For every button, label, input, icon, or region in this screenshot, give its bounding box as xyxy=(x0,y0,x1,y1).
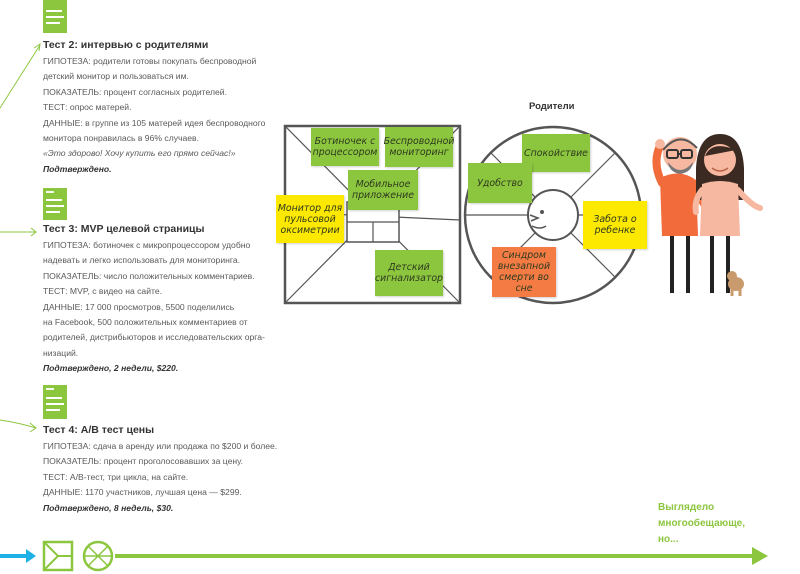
test-quote: «Это здорово! Хочу купить его прямо сейч… xyxy=(43,148,236,159)
customer-segment-title: Родители xyxy=(529,101,575,112)
test-line: на Facebook, 500 положительных комментар… xyxy=(43,317,248,328)
test-title: Тест 2: интервью с родителями xyxy=(43,39,209,51)
test-result: Подтверждено, 2 недели, $220. xyxy=(43,363,179,374)
test-line: низаций. xyxy=(43,347,79,358)
note-child-care: Забота о ребенке xyxy=(583,201,647,249)
test-line: ГИПОТЕЗА: сдача в аренду или продажа по … xyxy=(43,441,278,451)
note-peace-of-mind: Спокойствие xyxy=(522,134,590,172)
test-line: ГИПОТЕЗА: ботиночек с микропроцессором у… xyxy=(43,240,251,250)
test-line: ДАННЫЕ: 1170 участников, лучшая цена — $… xyxy=(43,487,242,498)
test-block-4: Тест 4: А/В тест цены ГИПОТЕЗА: сдача в … xyxy=(43,423,283,516)
caption-line: но... xyxy=(658,534,679,545)
progress-arrow xyxy=(0,540,768,572)
test-line: ТЕСТ: MVP, с видео на сайте. xyxy=(43,286,163,297)
test-line: ТЕСТ: опрос матерей. xyxy=(43,102,132,113)
test-card-icon xyxy=(43,188,67,220)
parents-illustration xyxy=(652,134,763,296)
connector-lines xyxy=(0,42,41,433)
test-line: монитора понравилась в 96% случаев. xyxy=(43,133,199,144)
note-wireless-monitoring: Беспроводной мониторинг xyxy=(384,127,454,167)
test-line: ПОКАЗАТЕЛЬ: процент проголосовавших за ц… xyxy=(43,456,243,467)
note-convenience: Удобство xyxy=(468,163,532,203)
test-result: Подтверждено, 8 недель, $30. xyxy=(43,502,174,513)
caption-line: многообещающе, xyxy=(658,518,745,529)
note-baby-alarm: Детский сигнализатор xyxy=(375,250,443,296)
test-line: ДАННЫЕ: 17 000 просмотров, 5500 поделили… xyxy=(43,301,235,312)
test-line: ПОКАЗАТЕЛЬ: процент согласных родителей. xyxy=(43,86,227,97)
note-sneaker-processor: Ботиночек с процессором xyxy=(311,128,379,166)
test-line: детский монитор и пользоваться им. xyxy=(43,71,189,82)
note-sids: Синдром внезапной смерти во сне xyxy=(492,247,556,297)
note-mobile-app: Мобильное приложение xyxy=(348,170,418,210)
bottom-caption: Выглядело многообещающе, но... xyxy=(658,500,768,548)
test-line: ТЕСТ: А/В-тест, три цикла, на сайте. xyxy=(43,471,189,482)
note-pulse-oximetry-monitor: Монитор для пульсовой оксиметрии xyxy=(276,195,344,243)
caption-line: Выглядело xyxy=(658,502,715,513)
test-title: Тест 4: А/В тест цены xyxy=(43,424,155,436)
test-line: ПОКАЗАТЕЛЬ: число положительных коммента… xyxy=(43,270,255,281)
test-card-icon xyxy=(43,385,67,419)
test-line: ГИПОТЕЗА: родители готовы покупать беспр… xyxy=(43,56,257,66)
test-block-2: Тест 2: интервью с родителями ГИПОТЕЗА: … xyxy=(43,38,283,177)
test-title: Тест 3: MVP целевой страницы xyxy=(43,223,205,235)
test-line: надевать и легко использовать для монито… xyxy=(43,255,240,266)
test-line: ДАННЫЕ: в группе из 105 матерей идея бес… xyxy=(43,117,266,128)
test-card-icon xyxy=(43,0,67,33)
test-result: Подтверждено. xyxy=(43,163,112,174)
test-line: родителей, дистрибьюторов и исследовател… xyxy=(43,332,265,343)
test-block-3: Тест 3: MVP целевой страницы ГИПОТЕЗА: б… xyxy=(43,222,283,377)
